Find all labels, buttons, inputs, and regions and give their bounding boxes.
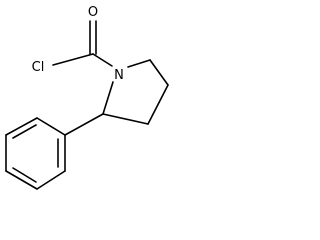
atom-label-chlorine: Cl [32, 60, 45, 75]
bond-phenyl-5-6 [36, 170, 66, 190]
bond-c3-c2 [102, 113, 149, 125]
atom-label-oxygen: O [88, 5, 98, 20]
bond-phenyl-inner-1 [12, 124, 37, 139]
atom-label-nitrogen: N [114, 68, 124, 83]
bond-phenyl-inner-2 [12, 167, 37, 183]
chemical-structure-diagram: O Cl N [5, 5, 169, 190]
bond-c2-n [102, 81, 114, 115]
bond-c5-c4 [149, 59, 169, 86]
bond-n-c5 [127, 59, 151, 68]
bond-phenyl-2-3 [5, 117, 38, 136]
bond-carbonyl-c-n [92, 53, 113, 67]
bond-phenyl-4-5 [5, 170, 38, 190]
bond-carbonyl-c-cl [52, 53, 94, 66]
bond-c4-c3 [147, 84, 169, 125]
bond-phenyl-1-2 [36, 117, 66, 136]
bond-c2-phenyl [64, 113, 104, 136]
